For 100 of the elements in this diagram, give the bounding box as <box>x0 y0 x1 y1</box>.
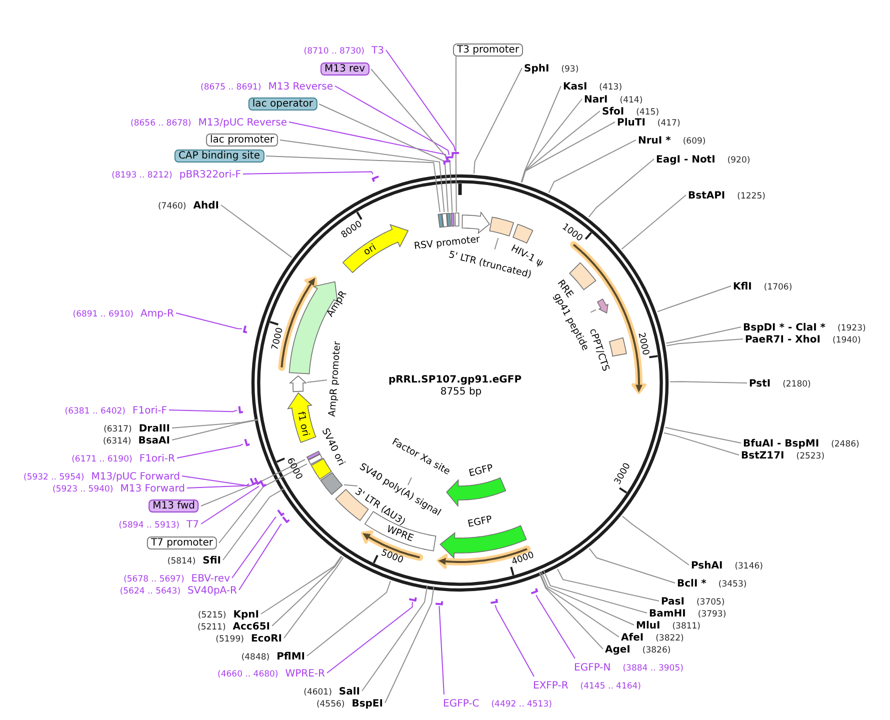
primer-label: WPRE-R <box>285 668 325 680</box>
primer-label: Amp-R <box>140 308 174 320</box>
position-label: (3822) <box>656 634 684 644</box>
position-label: (1225) <box>737 192 766 202</box>
feature-tag: lac operator <box>248 98 317 110</box>
leader-line <box>186 484 254 488</box>
position-label: (3705) <box>696 598 725 608</box>
primer-label: EBV-rev <box>191 574 230 584</box>
position-label: (6381 .. 6402) <box>64 406 126 416</box>
leader-line <box>438 606 444 695</box>
feature-block <box>310 457 333 481</box>
feature-tag: CAP binding site <box>174 150 264 162</box>
enzyme-label: MluI <box>636 620 660 632</box>
position-label: (93) <box>561 64 579 74</box>
feature-block <box>437 212 445 229</box>
primer-label: EGFP-C <box>443 698 480 710</box>
position-label: (5211) <box>198 622 226 632</box>
feature-tag: lac promoter <box>206 134 278 146</box>
leader-line <box>318 104 448 212</box>
leader-line <box>494 238 499 250</box>
tick-label: 5000 <box>379 548 404 566</box>
primer-site-icon <box>276 508 286 517</box>
enzyme-label: BamHI <box>649 608 686 620</box>
leader-line <box>538 572 604 650</box>
leader-line <box>590 309 596 313</box>
leader-line <box>539 571 620 638</box>
enzyme-label: BsaAI <box>138 436 170 446</box>
position-label: (4660 .. 4680) <box>218 670 278 680</box>
primer-label: T7 <box>186 520 199 530</box>
feature-block <box>307 453 324 466</box>
tick-label: 4000 <box>510 550 536 568</box>
primer-site-icon <box>281 515 291 524</box>
leader-line <box>306 380 328 383</box>
leader-line <box>242 171 374 174</box>
position-label: (8710 .. 8730) <box>304 46 365 56</box>
enzyme-label: SphI <box>524 64 550 74</box>
leader-line <box>260 556 342 614</box>
feature-block <box>512 223 534 245</box>
position-label: (415) <box>636 108 660 118</box>
primer-site-icon <box>445 155 455 162</box>
primer-site-icon <box>442 159 452 167</box>
primer-site-icon <box>407 596 418 602</box>
primer-site-icon <box>259 478 268 488</box>
primer-site-icon <box>451 151 461 158</box>
enzyme-label: BclI * <box>677 578 706 590</box>
primer-label: EXFP-R <box>533 680 568 692</box>
leader-line <box>220 204 292 258</box>
position-label: (2180) <box>782 380 811 390</box>
primer-site-icon <box>529 586 539 595</box>
leader-line <box>306 580 391 656</box>
leader-line <box>172 418 259 428</box>
position-label: (1940) <box>832 336 861 346</box>
position-label: (6891 .. 6910) <box>72 310 134 320</box>
enzyme-label: Acc65I <box>232 622 270 632</box>
feature-label: AmpR promoter <box>326 340 344 418</box>
leader-line <box>176 312 242 330</box>
enzyme-label: SfiI <box>202 556 221 566</box>
enzyme-label: DraIII <box>138 424 170 434</box>
position-label: (5624 .. 5643) <box>120 586 181 596</box>
position-label: (413) <box>599 82 622 92</box>
leader-line <box>621 194 686 250</box>
primer-site-icon <box>253 476 262 486</box>
leader-line <box>182 476 250 486</box>
leader-line <box>540 570 634 626</box>
position-label: (920) <box>727 156 750 166</box>
enzyme-label: SfoI <box>602 106 624 118</box>
leader-line <box>172 419 259 440</box>
primer-label: F1ori-F <box>132 406 167 416</box>
primer-label: F1ori-R <box>139 454 175 464</box>
directional-feature <box>445 476 507 507</box>
position-label: (4848) <box>241 652 270 662</box>
leader-line <box>232 516 277 578</box>
leader-line <box>344 484 358 486</box>
position-label: (5932 .. 5954) <box>24 472 84 482</box>
leader-line <box>474 68 522 174</box>
directional-feature <box>286 391 317 444</box>
position-label: (4492 .. 4513) <box>491 700 552 710</box>
feature-block <box>441 212 449 228</box>
position-label: (8656 .. 8678) <box>130 118 192 128</box>
position-label: (4556) <box>316 700 345 710</box>
position-label: (4601) <box>304 688 332 698</box>
leader-line <box>666 338 744 346</box>
feature-block <box>445 212 452 228</box>
feature-tag: M13 rev <box>320 62 369 76</box>
primer-label: M13/pUC Forward <box>91 472 180 482</box>
leader-line <box>326 602 413 674</box>
enzyme-label: BfuAI - BspMI <box>743 438 820 450</box>
primer-label: M13 Reverse <box>268 82 333 92</box>
primer-label: M13/pUC Reverse <box>198 118 287 128</box>
leader-line <box>664 432 740 456</box>
position-label: (8675 .. 8691) <box>200 82 262 92</box>
feature-block <box>450 212 455 228</box>
leader-line <box>548 140 636 194</box>
position-label: (6317) <box>104 424 132 434</box>
position-label: (5215) <box>198 610 226 620</box>
enzyme-label: AgeI <box>605 644 630 656</box>
feature-label: EGFP <box>468 462 494 480</box>
enzyme-label: BstZ17I <box>741 450 784 462</box>
position-label: (5923 .. 5940) <box>52 484 114 494</box>
primer-site-icon <box>242 324 249 334</box>
